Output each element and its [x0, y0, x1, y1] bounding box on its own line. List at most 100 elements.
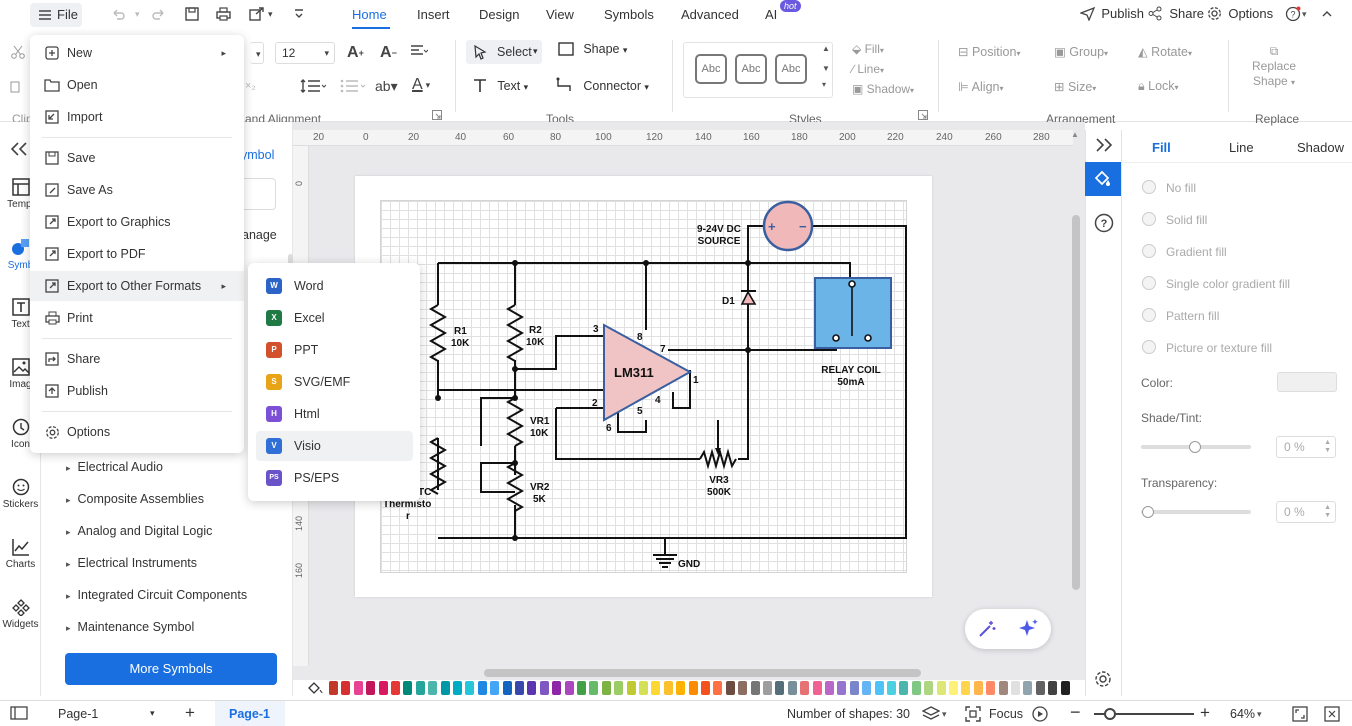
color-swatch[interactable] [750, 681, 760, 695]
font-color-icon[interactable]: A▾ [412, 76, 431, 93]
color-swatch[interactable] [329, 681, 338, 695]
library-category-item[interactable]: Electrical Audio [66, 460, 163, 474]
paint-bucket-icon[interactable] [307, 681, 325, 695]
menu-item-new[interactable]: New ▸ [30, 38, 244, 68]
menu-item-open[interactable]: Open [30, 70, 244, 100]
subscript-icon[interactable]: ×₂ [245, 80, 256, 92]
library-category-item[interactable]: Composite Assemblies [66, 492, 204, 506]
color-swatch[interactable] [1011, 681, 1020, 695]
fit-page-icon[interactable] [1292, 706, 1308, 722]
tab-advanced[interactable]: Advanced [681, 7, 739, 22]
menu-item-publish[interactable]: Publish [30, 376, 244, 406]
color-swatch[interactable] [515, 681, 524, 695]
color-swatch[interactable] [564, 681, 574, 695]
color-swatch[interactable] [403, 681, 413, 695]
rail-symbols[interactable]: Symb [0, 236, 41, 271]
tab-shadow[interactable]: Shadow [1297, 140, 1344, 155]
color-swatch[interactable] [601, 681, 611, 695]
quick-access-more-icon[interactable] [292, 7, 306, 21]
styles-scroll-up-icon[interactable]: ▲ [822, 44, 830, 53]
color-swatch[interactable] [527, 681, 537, 695]
color-swatch[interactable] [428, 681, 438, 695]
color-swatch[interactable] [787, 681, 797, 695]
zoom-level[interactable]: 64% [1230, 707, 1256, 721]
collapse-panel-icon[interactable] [10, 142, 28, 156]
line-button[interactable]: ∕ Line▾ [852, 62, 885, 76]
replace-shape-button[interactable]: ⧉ Replace Shape ▾ [1244, 44, 1304, 90]
text-tool-button[interactable]: Text ▾ [472, 77, 528, 93]
font-dialog-launcher-icon[interactable] [432, 110, 442, 120]
color-swatch[interactable] [415, 681, 425, 695]
color-swatch[interactable] [849, 681, 859, 695]
export-word[interactable]: W Word [256, 271, 413, 301]
fullscreen-icon[interactable] [1324, 706, 1340, 722]
collapse-ribbon-icon[interactable] [1320, 7, 1334, 21]
no-fill-radio[interactable]: No fill [1142, 180, 1196, 195]
zoom-dropdown-icon[interactable]: ▾ [1257, 709, 1262, 719]
font-size-combo[interactable]: 12 ▾ [275, 42, 335, 64]
color-swatch[interactable] [477, 681, 487, 695]
color-swatch[interactable] [986, 681, 996, 695]
connector-tool-button[interactable]: Connector ▾ [556, 77, 649, 93]
zoom-slider-knob[interactable] [1104, 708, 1116, 720]
magic-wand-icon[interactable] [977, 619, 997, 639]
play-icon[interactable] [1032, 706, 1048, 722]
transparency-slider-knob[interactable] [1142, 506, 1154, 518]
color-swatch[interactable] [837, 681, 847, 695]
align-button[interactable]: ⊫ Align▾ [958, 80, 1004, 94]
color-swatch[interactable] [899, 681, 909, 695]
color-swatch[interactable] [366, 681, 376, 695]
zoom-out-icon[interactable]: − [1070, 702, 1081, 722]
color-swatch[interactable] [490, 681, 500, 695]
color-swatch[interactable] [1035, 681, 1045, 695]
page-select[interactable]: Page-1 ▾ [50, 704, 165, 724]
color-swatch[interactable] [800, 681, 810, 695]
manage-link[interactable]: anage [242, 228, 277, 242]
menu-item-save-as[interactable]: Save As [30, 175, 244, 205]
styles-scroll-down-icon[interactable]: ▼ [822, 64, 830, 73]
color-swatch[interactable] [936, 681, 946, 695]
rail-widgets[interactable]: Widgets [0, 596, 41, 630]
library-category-item[interactable]: Electrical Instruments [66, 556, 197, 570]
color-swatch[interactable] [539, 681, 549, 695]
color-swatch[interactable] [1023, 681, 1033, 695]
text-style-icon[interactable]: ab▾ [375, 78, 398, 94]
tab-fill[interactable]: Fill [1152, 140, 1171, 155]
zoom-in-icon[interactable]: + [1200, 703, 1210, 722]
page-panel-icon[interactable] [10, 706, 28, 720]
undo-dropdown-icon[interactable]: ▾ [135, 9, 140, 19]
style-preset-3[interactable]: Abc [775, 54, 807, 84]
color-swatch[interactable] [639, 681, 648, 695]
transparency-value-input[interactable]: 0 %▲▼ [1276, 501, 1336, 523]
color-swatch[interactable] [874, 681, 884, 695]
color-swatch[interactable] [1060, 681, 1070, 695]
export-visio[interactable]: V Visio [256, 431, 413, 461]
color-swatch[interactable] [502, 681, 512, 695]
color-swatch[interactable] [998, 681, 1008, 695]
library-category-item[interactable]: Analog and Digital Logic [66, 524, 213, 538]
rotate-button[interactable]: ◭ Rotate▾ [1138, 45, 1192, 59]
color-swatch[interactable] [924, 681, 934, 695]
tab-insert[interactable]: Insert [417, 7, 450, 22]
color-swatch[interactable] [577, 681, 586, 695]
color-swatch[interactable] [614, 681, 624, 695]
bullet-list-icon[interactable] [340, 78, 366, 94]
color-swatch[interactable] [825, 681, 834, 695]
rail-templates[interactable]: Templ [0, 176, 41, 210]
color-swatch[interactable] [676, 681, 686, 695]
color-swatch[interactable] [713, 681, 723, 695]
color-swatch[interactable] [341, 681, 351, 695]
menu-item-share[interactable]: Share [30, 344, 244, 374]
shade-slider-knob[interactable] [1189, 441, 1201, 453]
color-swatch[interactable] [887, 681, 896, 695]
decrease-font-icon[interactable]: A− [380, 44, 397, 61]
shape-tool-button[interactable]: Shape ▾ [558, 42, 627, 56]
rail-text[interactable]: Text [0, 296, 41, 330]
scroll-up-icon[interactable]: ▲ [1071, 130, 1079, 139]
color-swatch[interactable] [973, 681, 983, 695]
color-swatch[interactable] [738, 681, 748, 695]
library-category-item[interactable]: Integrated Circuit Components [66, 588, 248, 602]
pattern-fill-radio[interactable]: Pattern fill [1142, 308, 1219, 323]
export-icon[interactable] [248, 6, 265, 22]
